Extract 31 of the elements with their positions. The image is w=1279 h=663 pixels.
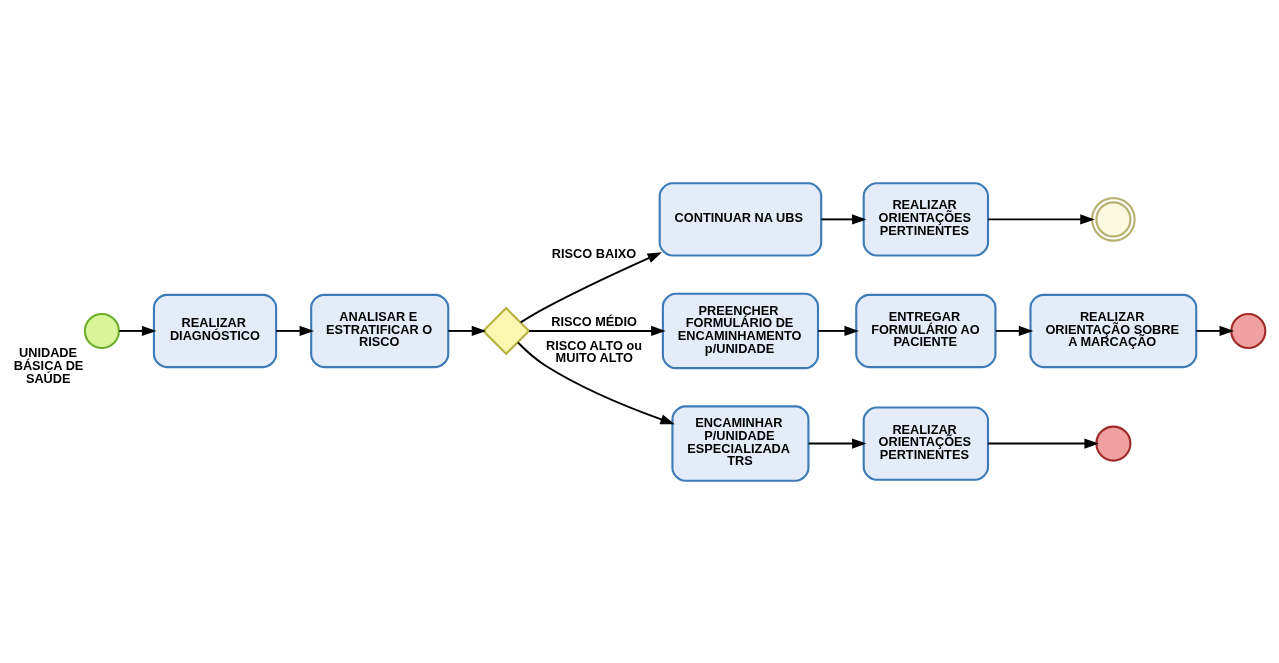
node-box: REALIZAR ORIENTAÇÕES PERTINENTES xyxy=(862,181,990,257)
node-box: REALIZAR DIAGNÓSTICO xyxy=(152,293,278,368)
node-box: ENTREGAR FORMULÁRIO AO PACIENTE xyxy=(855,293,997,368)
node-box: PREENCHER FORMULÁRIO DE ENCAMINHAMENTO p/UNIDADE xyxy=(661,292,820,369)
arrow xyxy=(987,438,1099,449)
arrow xyxy=(817,325,859,336)
node-box: ANALISAR E ESTRATIFICAR O RISCO xyxy=(310,293,450,368)
edge-label: RISCO BAIXO xyxy=(551,245,637,261)
edge-label: RISCO MÉDIO xyxy=(551,313,638,329)
node-circle xyxy=(1091,196,1136,242)
node-label: UNIDADE BÁSICA DE SAÚDE xyxy=(13,344,84,386)
arrow xyxy=(447,325,487,336)
node-circle xyxy=(1230,312,1267,349)
arrow xyxy=(519,251,662,323)
arrow xyxy=(987,213,1095,224)
node-circle xyxy=(1095,425,1132,462)
node-box: ENCAMINHAR P/UNIDADE ESPECIALIZADA TRS xyxy=(671,404,810,482)
arrow xyxy=(516,341,675,424)
arrow xyxy=(275,325,315,336)
node-box: CONTINUAR NA UBS xyxy=(658,181,823,257)
node-box: REALIZAR ORIENTAÇÕES PERTINENTES xyxy=(862,405,990,481)
arrow xyxy=(1195,325,1234,336)
arrow xyxy=(807,438,867,449)
arrow xyxy=(118,325,157,336)
arrow xyxy=(820,213,867,224)
node-box: REALIZAR ORIENTAÇÃO SOBRE A MARCAÇÃO xyxy=(1029,293,1198,368)
node-diamond xyxy=(481,306,531,355)
arrow xyxy=(528,325,666,336)
arrow xyxy=(995,325,1034,336)
edge-label: RISCO ALTO ou MUITO ALTO xyxy=(546,337,643,365)
node-circle xyxy=(83,312,120,349)
